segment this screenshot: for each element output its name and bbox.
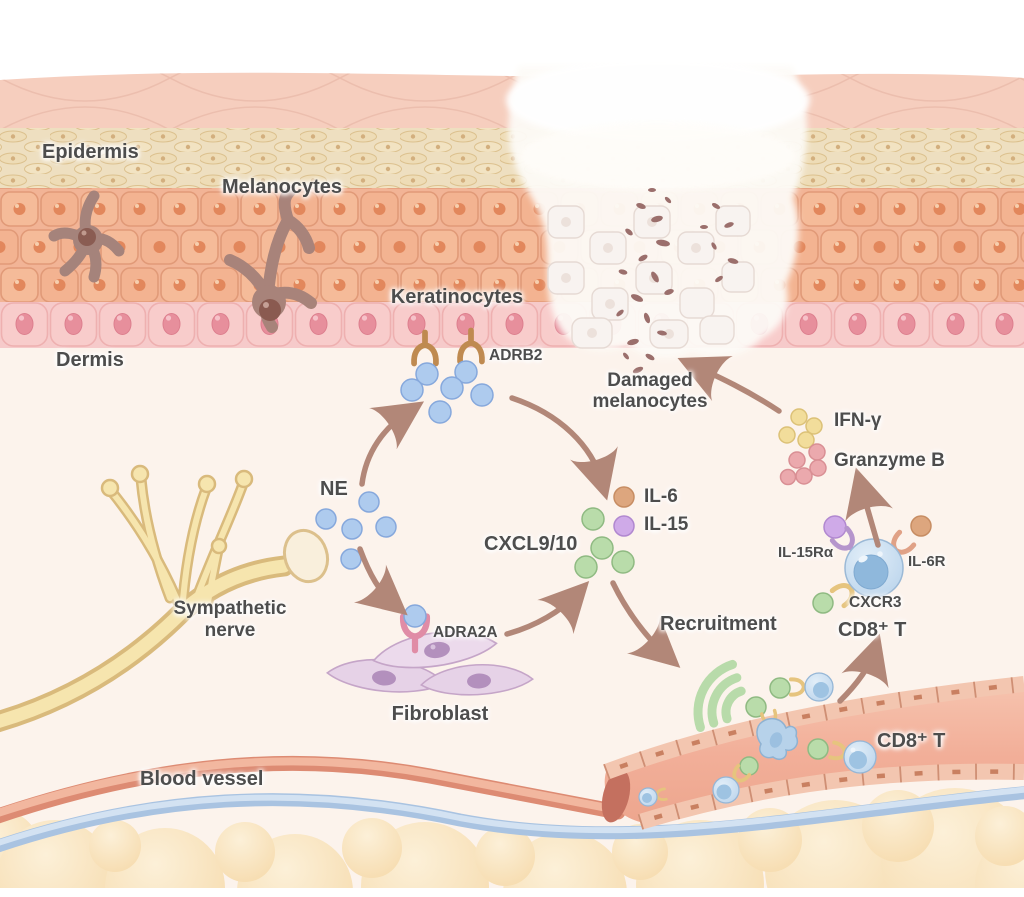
arrow-keratinocytes-to-il6 — [509, 395, 618, 501]
melanocyte-figure — [48, 190, 125, 283]
label-fibroblast: Fibroblast — [391, 703, 489, 725]
label-adrb2: ADRB2 — [489, 347, 543, 364]
label-keratinocytes: Keratinocytes — [390, 286, 524, 308]
depigmented-patch — [506, 58, 810, 359]
label-melanocytes: Melanocytes — [222, 176, 343, 198]
arrow-vessel-to-cd8t — [837, 633, 889, 704]
arrow-ne-to-adra2a — [353, 546, 408, 616]
label-epidermis: Epidermis — [42, 141, 139, 163]
granzyme-molecules — [779, 443, 827, 486]
label-il6: IL-6 — [644, 486, 678, 507]
arrow-ne-to-keratinocytes — [359, 401, 425, 487]
label-granzyme-b: Granzyme B — [834, 450, 945, 471]
cd8-t-cell-figure — [832, 528, 914, 605]
blood-vessel-figure-small — [0, 755, 626, 824]
label-ne: NE — [320, 478, 348, 500]
arrow-to-damaged-melanocytes — [677, 356, 782, 414]
label-sympathetic-line2: nerve — [204, 619, 256, 641]
ifng-molecules — [778, 408, 823, 449]
nerve-ending-bulbs — [100, 464, 254, 555]
label-cxcl910: CXCL9/10 — [484, 533, 578, 555]
vein-figure — [0, 786, 1024, 853]
label-il6r: IL-6R — [908, 553, 946, 570]
arrow-cxcl-to-recruitment — [610, 580, 681, 668]
damaged-melanocyte-fragments — [616, 188, 739, 374]
label-recruitment: Recruitment — [660, 613, 777, 635]
label-il15ra: IL-15Rα — [778, 544, 834, 561]
bottom-margin — [0, 888, 1024, 897]
label-damaged-line2: melanocytes — [592, 391, 708, 413]
label-adra2a: ADRA2A — [433, 624, 498, 641]
melanocyte-figure — [224, 185, 317, 333]
label-cd8t: CD8⁺ T — [838, 619, 907, 641]
fibroblast-figure — [325, 623, 535, 699]
label-cd8t-vessel: CD8⁺ T — [877, 730, 946, 752]
label-dermis: Dermis — [56, 349, 124, 371]
recruitment-signal-icon — [693, 659, 746, 732]
label-cxcr3: CXCR3 — [849, 594, 902, 611]
ne-molecules — [315, 360, 494, 628]
basal-cell-layer — [0, 302, 1024, 348]
label-damaged-line1: Damaged — [607, 370, 693, 391]
label-blood-vessel: Blood vessel — [140, 768, 264, 790]
vessel-end-cap — [601, 769, 631, 823]
arrow-cd8t-to-granzyme — [845, 467, 893, 548]
label-sympathetic-line1: Sympathetic — [173, 598, 287, 619]
vessel-wall-bottom — [637, 763, 1024, 830]
label-damaged-melanocytes: Damaged melanocytes — [592, 370, 707, 413]
pathway-arrows — [353, 356, 893, 704]
cxcl-molecules — [574, 507, 834, 776]
arrow-adra2a-to-cxcl — [504, 580, 590, 637]
sympathetic-nerve-figure — [0, 464, 330, 733]
nerve-synapse-bulb — [282, 528, 330, 584]
migrating-t-cells — [638, 672, 877, 807]
fat-tissue — [0, 788, 1024, 897]
label-il15: IL-15 — [644, 514, 689, 535]
keratinocyte-layer — [0, 188, 1024, 302]
label-sympathetic-nerve: Sympathetic nerve — [174, 598, 287, 642]
label-ifn-gamma: IFN-γ — [834, 410, 882, 431]
